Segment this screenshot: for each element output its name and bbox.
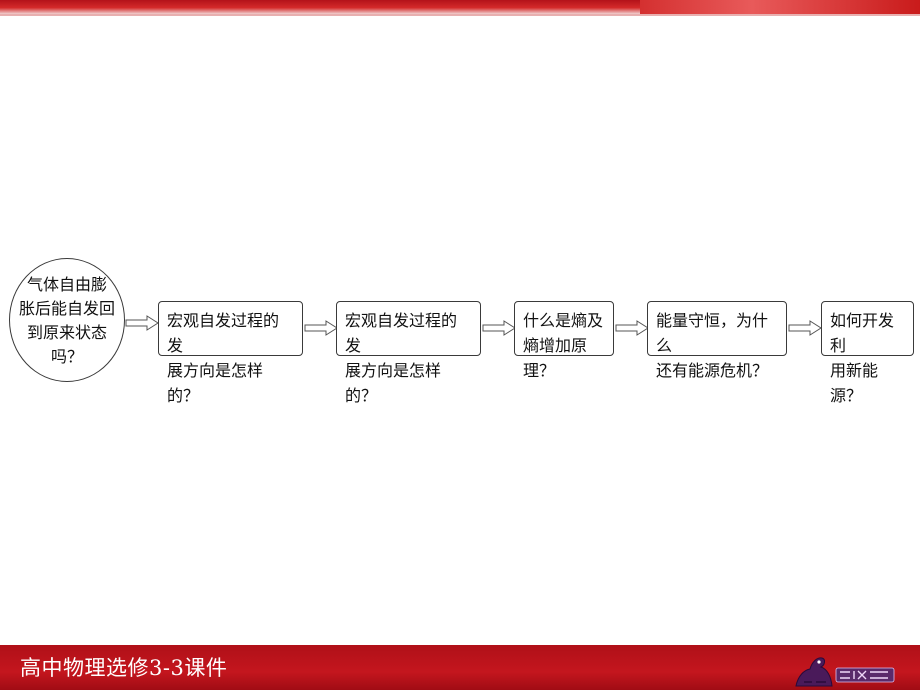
arrow-icon: [304, 320, 338, 336]
flow-step-2: 宏观自发过程的发 展方向是怎样的？: [336, 301, 481, 405]
arrow-icon: [788, 320, 822, 336]
arrow-icon: [125, 315, 159, 331]
flow-step-4: 能量守恒，为什么 还有能源危机？: [647, 301, 787, 380]
top-banner-accent: [640, 0, 920, 14]
top-banner-line: [0, 14, 920, 16]
flow-step-1: 宏观自发过程的发 展方向是怎样的？: [158, 301, 303, 405]
publisher-logo-icon: [795, 657, 895, 687]
arrow-icon: [482, 320, 516, 336]
footer-title: 高中物理选修3-3课件: [20, 656, 228, 680]
arrow-icon: [615, 320, 649, 336]
flow-step-5: 如何开发利 用新能源？: [821, 301, 914, 405]
start-question-node: 气体自由膨 胀后能自发回 到原来状态 吗？: [9, 258, 125, 382]
flow-step-3: 什么是熵及 熵增加原理？: [514, 301, 614, 380]
footer-banner: [0, 645, 920, 690]
